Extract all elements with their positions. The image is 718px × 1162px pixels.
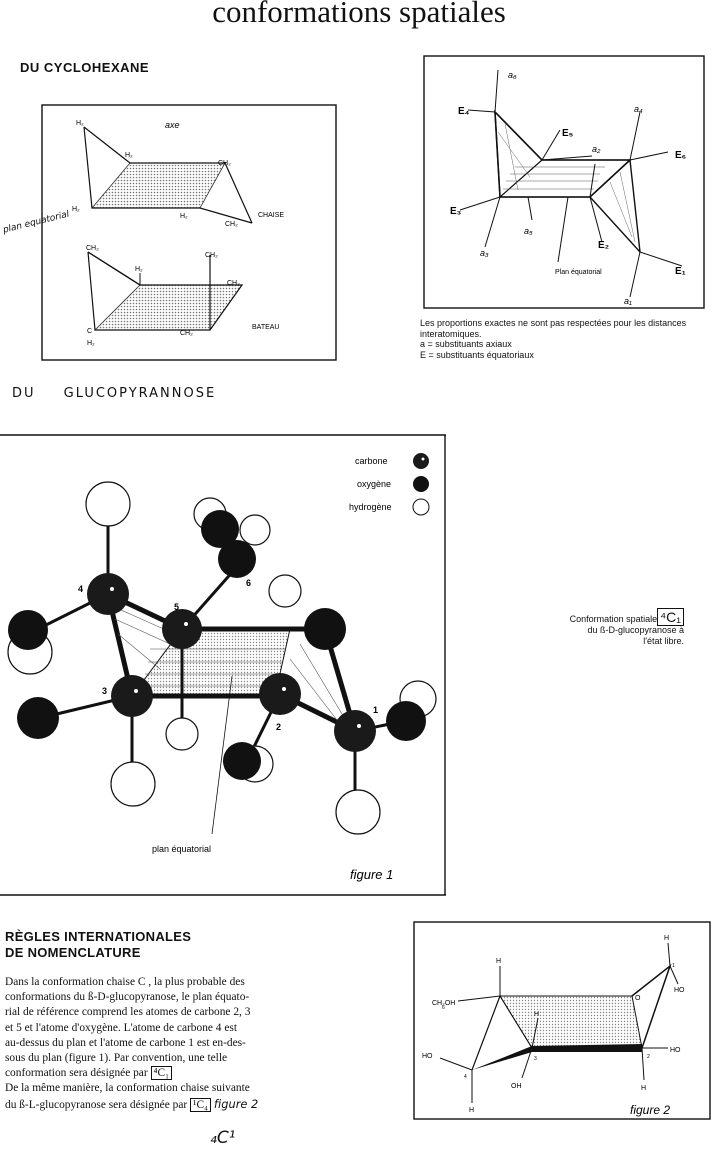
svg-text:carbone: carbone (355, 456, 388, 466)
chair-label: CHAISE (258, 212, 284, 219)
plan-equatorial-label: plan équatorial (152, 844, 211, 854)
svg-text:H₂: H₂ (135, 266, 143, 273)
svg-text:a₅: a₅ (524, 226, 533, 236)
svg-text:HO: HO (422, 1053, 433, 1060)
svg-text:3: 3 (102, 686, 107, 696)
svg-text:H: H (469, 1107, 474, 1114)
section-heading-glucopyranose: DU GLUCOPYRANNOSE (12, 386, 217, 401)
svg-text:HO: HO (670, 1047, 681, 1054)
page-title: conformations spatiales (212, 0, 506, 29)
svg-text:a₆: a₆ (508, 70, 517, 80)
svg-text:HO: HO (674, 987, 685, 994)
svg-text:E₅: E₅ (562, 128, 574, 139)
svg-text:a₁: a₁ (624, 296, 632, 306)
svg-text:2: 2 (276, 722, 281, 732)
handwritten-note: ₄C¹ (210, 1128, 236, 1148)
svg-text:E₂: E₂ (598, 240, 609, 251)
svg-text:a₄: a₄ (634, 104, 643, 114)
chair-bonds-lower (83, 126, 253, 224)
svg-text:C: C (87, 328, 92, 335)
svg-text:CH₂: CH₂ (180, 330, 193, 337)
svg-text:2: 2 (647, 1054, 650, 1060)
svg-text:H: H (664, 935, 669, 942)
svg-text:H: H (496, 958, 501, 965)
atom-legend: carbone oxygène hydrogène (349, 453, 430, 516)
axial-equatorial-figure: a₆ E₄ E₃ a₃ E₅ a₂ a₅ E₂ E₆ a₄ E₁ a₁ Plan… (423, 55, 705, 309)
svg-text:E₁: E₁ (675, 266, 686, 277)
chair-bonds-upper (83, 126, 253, 224)
svg-text:CH₂: CH₂ (86, 245, 99, 252)
svg-text:CH₂: CH₂ (218, 160, 231, 167)
svg-text:H₂: H₂ (72, 206, 80, 213)
boat-label: BATEAU (252, 324, 280, 331)
section-heading-rules: RÈGLES INTERNATIONALES DE NOMENCLATURE (5, 929, 192, 960)
svg-text:E₆: E₆ (675, 150, 686, 161)
svg-text:H₂: H₂ (87, 340, 95, 347)
svg-text:CH₂OH: CH₂OH (432, 1000, 455, 1007)
svg-text:oxygène: oxygène (357, 479, 391, 489)
boat-plane (94, 284, 243, 331)
chair-plane (91, 162, 226, 209)
svg-text:1: 1 (672, 963, 675, 969)
svg-text:E₄: E₄ (458, 106, 470, 117)
plan-equatorial-label: Plan équatorial (555, 269, 602, 276)
svg-text:H: H (641, 1085, 646, 1092)
section-heading-cyclohexane: DU CYCLOHEXANE (20, 60, 150, 75)
svg-text:CH₂: CH₂ (205, 252, 218, 259)
svg-text:3: 3 (534, 1056, 537, 1062)
figure-frame (41, 104, 337, 361)
figure-2-chair-diagram: H CH₂OH 6 O H 1 HO H 3 HO 4 OH 2 HO H H … (413, 921, 711, 1120)
svg-text:CH₂: CH₂ (227, 280, 240, 287)
annotation-axe: axe (165, 120, 180, 130)
svg-text:a₂: a₂ (592, 144, 601, 154)
svg-text:a₃: a₃ (480, 248, 489, 258)
svg-text:4: 4 (78, 584, 83, 594)
svg-text:5: 5 (174, 602, 179, 612)
svg-text:6: 6 (442, 1005, 445, 1011)
svg-text:1: 1 (373, 705, 378, 715)
svg-text:H: H (534, 1011, 539, 1018)
svg-text:H₂: H₂ (125, 152, 133, 159)
rules-paragraph: Dans la conformation chaise C , la plus … (5, 976, 259, 1112)
cyclohexane-chair-boat-figure: H₂ H₂ CH₂ H₂ H₂ CH₂ CHAISE axe CH₂ H₂ CH… (41, 104, 337, 361)
glucopyranose-ball-and-stick-figure: 1 2 3 4 5 6 plan équatorial carbone oxyg… (0, 434, 446, 896)
figure-1-label: figure 1 (350, 867, 393, 882)
figure-frame (423, 55, 705, 309)
svg-text:H₂: H₂ (180, 213, 188, 220)
atom-label: H₂ (76, 120, 84, 127)
svg-text:4: 4 (464, 1074, 467, 1080)
svg-text:CH₂: CH₂ (225, 221, 238, 228)
svg-text:hydrogène: hydrogène (349, 502, 392, 512)
svg-text:E₃: E₃ (450, 206, 462, 217)
figure-2-label: figure 2 (630, 1103, 670, 1117)
svg-text:O: O (635, 995, 641, 1002)
svg-text:OH: OH (511, 1083, 522, 1090)
svg-text:6: 6 (246, 578, 251, 588)
axial-equatorial-note: Les proportions exactes ne sont pas resp… (420, 318, 687, 360)
